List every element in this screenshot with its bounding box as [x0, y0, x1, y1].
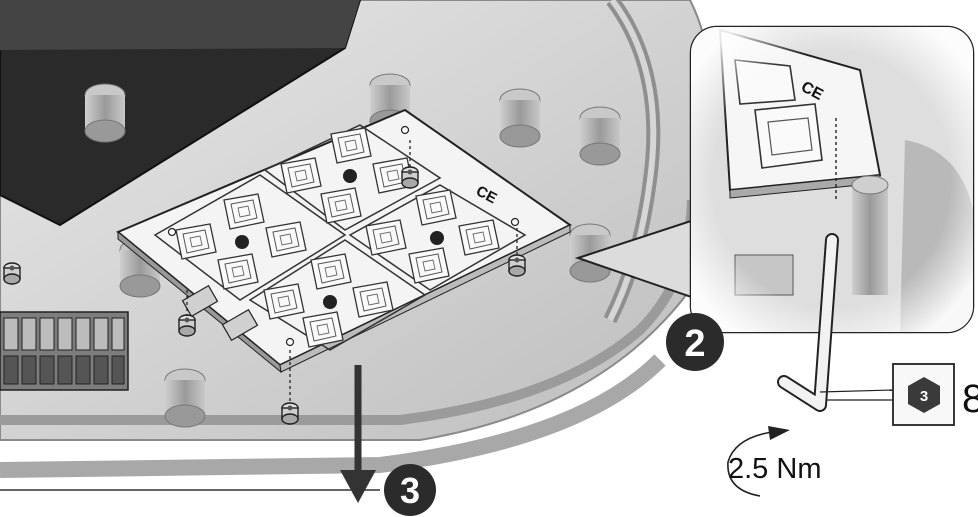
heatsink-module: [0, 0, 362, 227]
detail-callout: CE: [689, 25, 975, 334]
step-badge-2: 2: [666, 313, 724, 371]
led-board: CE: [116, 108, 572, 374]
step-2-label: 2: [684, 323, 705, 365]
hex-size-tag: 3: [819, 363, 955, 426]
housing-screw: [3, 262, 21, 285]
heatsink-top: [0, 0, 360, 50]
torque-value: 2.5 Nm: [728, 453, 821, 485]
housing-outer-rim: [0, 354, 666, 478]
hex-key: [777, 233, 839, 412]
board-screws: [178, 140, 526, 425]
step-badge-3: 3: [384, 464, 436, 516]
trailing-glyph: 8: [962, 377, 978, 421]
cable-tube-highlight: [607, 0, 657, 322]
terminal-block: [0, 311, 129, 391]
step-3-label: 3: [400, 470, 420, 511]
hex-size-label: 3: [920, 388, 928, 405]
torque-rotation-arrow: [727, 426, 790, 497]
removal-arrow: [340, 365, 376, 503]
